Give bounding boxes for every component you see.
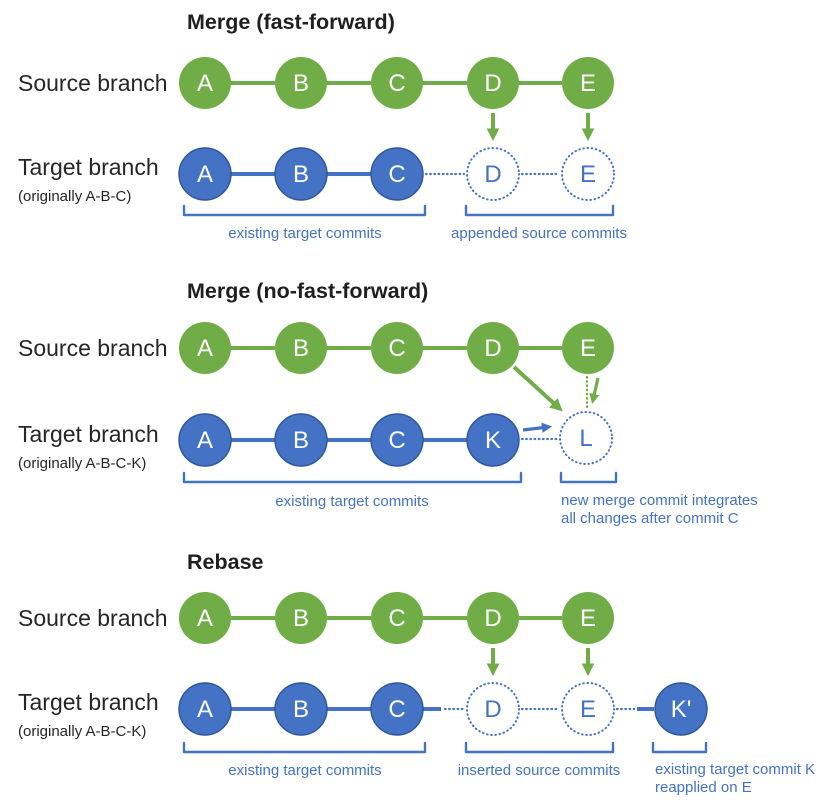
commit-node-E: E (561, 682, 615, 736)
svg-text:E: E (580, 696, 596, 723)
range-bracket (464, 204, 615, 217)
section-title-merge-no-ff: Merge (no-fast-forward) (187, 279, 429, 303)
range-bracket (182, 471, 523, 484)
commit-node-C: C (371, 322, 423, 374)
range-bracket (464, 741, 615, 754)
svg-text:E: E (580, 161, 596, 188)
svg-text:B: B (293, 161, 309, 188)
target-branch-label: Target branch (18, 421, 159, 447)
svg-text:A: A (197, 605, 213, 632)
svg-text:C: C (388, 427, 405, 454)
commit-node-A: A (179, 322, 231, 374)
commit-node-B: B (274, 147, 328, 201)
svg-text:A: A (197, 696, 213, 723)
range-bracket (182, 204, 427, 217)
commit-node-B: B (275, 592, 327, 644)
range-bracket (651, 741, 708, 754)
commit-node-K': K' (654, 682, 708, 736)
commit-node-A: A (178, 413, 232, 467)
svg-text:K: K (485, 427, 501, 454)
commit-node-D: D (467, 57, 519, 109)
svg-text:B: B (293, 605, 309, 632)
commit-node-C: C (370, 413, 424, 467)
commit-node-B: B (274, 413, 328, 467)
target-branch-note: (originally A-B-C) (18, 188, 132, 205)
svg-text:B: B (293, 335, 309, 362)
target-branch-label: Target branch (18, 689, 159, 715)
svg-text:A: A (197, 427, 213, 454)
svg-text:A: A (197, 335, 213, 362)
commit-node-B: B (275, 57, 327, 109)
bracket-caption: new merge commit integrates (561, 492, 758, 509)
commit-node-C: C (371, 592, 423, 644)
commit-node-D: D (466, 147, 520, 201)
svg-text:B: B (293, 70, 309, 97)
commit-node-A: A (179, 592, 231, 644)
svg-text:D: D (484, 605, 501, 632)
svg-text:D: D (484, 161, 501, 188)
commit-node-C: C (370, 147, 424, 201)
bracket-caption: existing target commit K (655, 761, 815, 778)
section-title-rebase: Rebase (187, 550, 264, 574)
commit-node-E: E (561, 147, 615, 201)
bracket-caption: inserted source commits (458, 762, 621, 779)
flow-arrow (522, 422, 553, 433)
svg-text:C: C (388, 70, 405, 97)
svg-text:L: L (579, 425, 592, 452)
svg-text:A: A (197, 70, 213, 97)
svg-text:A: A (197, 161, 213, 188)
range-bracket (559, 471, 618, 484)
commit-node-L: L (559, 411, 613, 465)
svg-text:B: B (293, 427, 309, 454)
bracket-caption: reapplied on E (655, 779, 752, 796)
flow-arrow (512, 365, 563, 412)
bracket-caption: existing target commits (228, 225, 381, 242)
commit-node-B: B (275, 322, 327, 374)
commit-node-E: E (562, 592, 614, 644)
commit-node-C: C (371, 57, 423, 109)
bracket-caption: existing target commits (228, 762, 381, 779)
section-title-merge-ff: Merge (fast-forward) (187, 10, 395, 34)
svg-text:D: D (484, 70, 501, 97)
svg-text:E: E (580, 335, 596, 362)
commit-node-E: E (562, 57, 614, 109)
source-branch-label: Source branch (18, 335, 168, 361)
svg-text:D: D (484, 335, 501, 362)
commit-node-A: A (178, 147, 232, 201)
commit-node-D: D (466, 682, 520, 736)
svg-text:E: E (580, 70, 596, 97)
svg-text:E: E (580, 605, 596, 632)
commit-node-B: B (274, 682, 328, 736)
svg-text:K': K' (671, 696, 692, 723)
commit-node-E: E (562, 322, 614, 374)
svg-text:C: C (388, 605, 405, 632)
commit-node-A: A (178, 682, 232, 736)
source-branch-label: Source branch (18, 605, 168, 631)
commit-node-A: A (179, 57, 231, 109)
svg-text:C: C (388, 696, 405, 723)
target-branch-label: Target branch (18, 154, 159, 180)
target-branch-note: (originally A-B-C-K) (18, 723, 147, 740)
commit-node-C: C (370, 682, 424, 736)
commit-node-D: D (467, 322, 519, 374)
commit-node-K: K (466, 413, 520, 467)
source-branch-label: Source branch (18, 70, 168, 96)
bracket-caption: appended source commits (451, 225, 627, 242)
svg-text:D: D (484, 696, 501, 723)
target-branch-note: (originally A-B-C-K) (18, 455, 147, 472)
bracket-caption: all changes after commit C (561, 510, 739, 527)
commit-node-D: D (467, 592, 519, 644)
svg-text:B: B (293, 696, 309, 723)
svg-text:C: C (388, 335, 405, 362)
bracket-caption: existing target commits (275, 493, 428, 510)
flow-arrow (589, 377, 600, 404)
range-bracket (182, 741, 427, 754)
svg-text:C: C (388, 161, 405, 188)
